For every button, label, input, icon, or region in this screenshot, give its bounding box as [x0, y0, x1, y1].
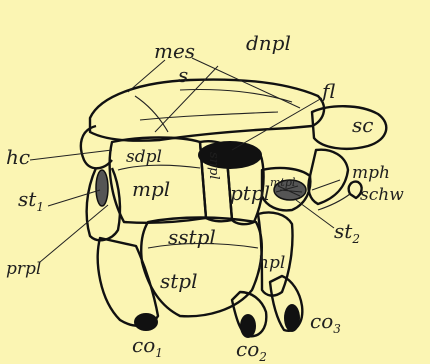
label-snpl: snpl [206, 152, 221, 180]
label-st1: st1 [18, 187, 44, 214]
label-ptpl: ptpl [230, 181, 270, 205]
co2-black-tip [240, 314, 256, 338]
label-mes: mes [154, 39, 195, 63]
mesonotum-line [135, 90, 292, 133]
label-sstpl: sstpl [168, 225, 216, 249]
label-sc: sc [352, 113, 373, 137]
st1-leader [48, 190, 100, 206]
thorax-outline [81, 80, 386, 338]
label-mpl: mpl [132, 177, 170, 201]
label-hc: hc [6, 145, 30, 169]
mes-leader-left [128, 60, 165, 92]
label-dnpl: dnpl [246, 31, 291, 55]
fl-leader [232, 98, 322, 150]
label-mtpl: mtpl [270, 176, 296, 189]
st1-spiracle [96, 170, 108, 206]
label-schw: schw [360, 185, 404, 205]
label-prpl: prpl [6, 259, 41, 279]
label-co1: co1 [132, 333, 163, 360]
label-sdpl: sdpl [126, 147, 162, 167]
metaphragma-outline [308, 150, 348, 204]
hc-leader [30, 150, 112, 160]
co1-black-tip [134, 313, 158, 331]
label-co3: co3 [310, 309, 341, 336]
coxa1-outline [98, 238, 158, 326]
mes-leader-right [192, 58, 300, 108]
scutum-outline [90, 80, 324, 141]
scutum-suture [140, 112, 278, 120]
co3-black-tip [284, 304, 300, 332]
label-fl: fl [320, 79, 335, 103]
humeral-lobe-outline [81, 126, 112, 168]
label-hpl: hpl [258, 253, 285, 273]
label-co2: co2 [236, 337, 267, 364]
label-mph: mph [352, 163, 390, 183]
st2-leader [296, 200, 334, 228]
mph-leader [312, 180, 340, 190]
label-st2: st2 [334, 219, 360, 246]
label-s: s [178, 63, 188, 87]
label-stpl: stpl [160, 269, 198, 293]
